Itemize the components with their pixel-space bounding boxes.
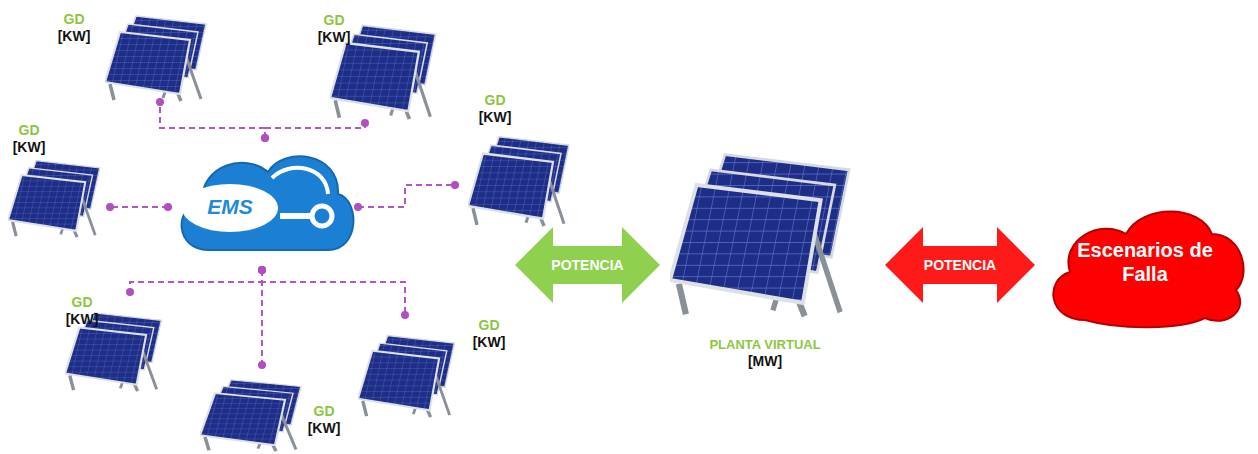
text-group: GD[KW] bbox=[312, 12, 356, 46]
data-link bbox=[261, 270, 263, 365]
junction-dot bbox=[258, 266, 266, 274]
arrow-label: POTENCIA bbox=[551, 257, 623, 273]
cloud-node: EMS bbox=[168, 138, 358, 270]
panel-node: PLANTA VIRTUAL[MW] bbox=[665, 125, 865, 375]
text-group: GD[KW] bbox=[7, 122, 51, 156]
panel-node: GD[KW] bbox=[58, 292, 173, 392]
junction-dot bbox=[258, 361, 266, 369]
panel-node: GD[KW] bbox=[198, 365, 348, 451]
source-label: [KW] bbox=[302, 420, 346, 437]
junction-dot bbox=[258, 266, 266, 274]
junction-dot bbox=[156, 98, 164, 106]
junction-dot bbox=[361, 119, 369, 127]
text-group: GD[KW] bbox=[60, 294, 104, 328]
solar-panel bbox=[105, 16, 206, 101]
junction-dot bbox=[106, 203, 114, 211]
text-group: GD[KW] bbox=[302, 403, 346, 437]
junction-dot bbox=[126, 288, 134, 296]
source-label: [KW] bbox=[312, 29, 356, 46]
panel-node: GD[KW] bbox=[355, 315, 515, 420]
solar-panel bbox=[358, 335, 454, 417]
junction-dot bbox=[261, 134, 269, 142]
junction-dot bbox=[164, 203, 172, 211]
data-link bbox=[110, 206, 168, 208]
junction-dot bbox=[354, 203, 362, 211]
cloud-node: Escenarios de Falla bbox=[1040, 200, 1250, 330]
text-group: GD[KW] bbox=[52, 11, 96, 45]
source-label: GD bbox=[473, 92, 517, 109]
source-label: GD bbox=[467, 317, 511, 334]
data-link bbox=[160, 102, 265, 138]
source-label: [KW] bbox=[52, 28, 96, 45]
source-label: GD bbox=[302, 403, 346, 420]
text-group: Escenarios de Falla bbox=[1075, 238, 1215, 286]
panel-node: GD[KW] bbox=[455, 90, 580, 230]
panel-node: GD[KW] bbox=[5, 120, 110, 240]
data-link bbox=[130, 270, 262, 292]
junction-dot bbox=[261, 134, 269, 142]
solar-panel bbox=[468, 137, 569, 226]
text-group: EMS bbox=[190, 195, 270, 219]
junction-dot bbox=[451, 181, 459, 189]
data-link bbox=[262, 270, 405, 315]
cloud-shape bbox=[168, 138, 358, 270]
text-group: PLANTA VIRTUAL[MW] bbox=[685, 337, 845, 370]
solar-panel bbox=[670, 155, 849, 317]
panel-node: GD[KW] bbox=[52, 5, 212, 102]
data-link bbox=[358, 185, 455, 207]
source-label: [KW] bbox=[473, 109, 517, 126]
power-arrow bbox=[885, 227, 1035, 303]
junction-dot bbox=[258, 266, 266, 274]
source-label: [KW] bbox=[7, 139, 51, 156]
source-label: GD bbox=[312, 12, 356, 29]
source-label: [KW] bbox=[467, 334, 511, 351]
panel-node: GD[KW] bbox=[312, 8, 447, 123]
cloud-label: Escenarios de Falla bbox=[1075, 238, 1215, 286]
source-label: [KW] bbox=[60, 311, 104, 328]
solar-panel bbox=[8, 161, 100, 238]
source-label: GD bbox=[60, 294, 104, 311]
text-group: GD[KW] bbox=[473, 92, 517, 126]
power-arrow bbox=[515, 227, 660, 303]
source-label: GD bbox=[52, 11, 96, 28]
solar-panel bbox=[200, 380, 301, 451]
cloud-label: EMS bbox=[190, 195, 270, 219]
plant-label: PLANTA VIRTUAL bbox=[685, 337, 845, 353]
source-label: GD bbox=[7, 122, 51, 139]
data-link bbox=[265, 123, 365, 138]
arrow-label: POTENCIA bbox=[924, 257, 996, 273]
plant-label: [MW] bbox=[685, 353, 845, 370]
text-group: GD[KW] bbox=[467, 317, 511, 351]
junction-dot bbox=[401, 311, 409, 319]
